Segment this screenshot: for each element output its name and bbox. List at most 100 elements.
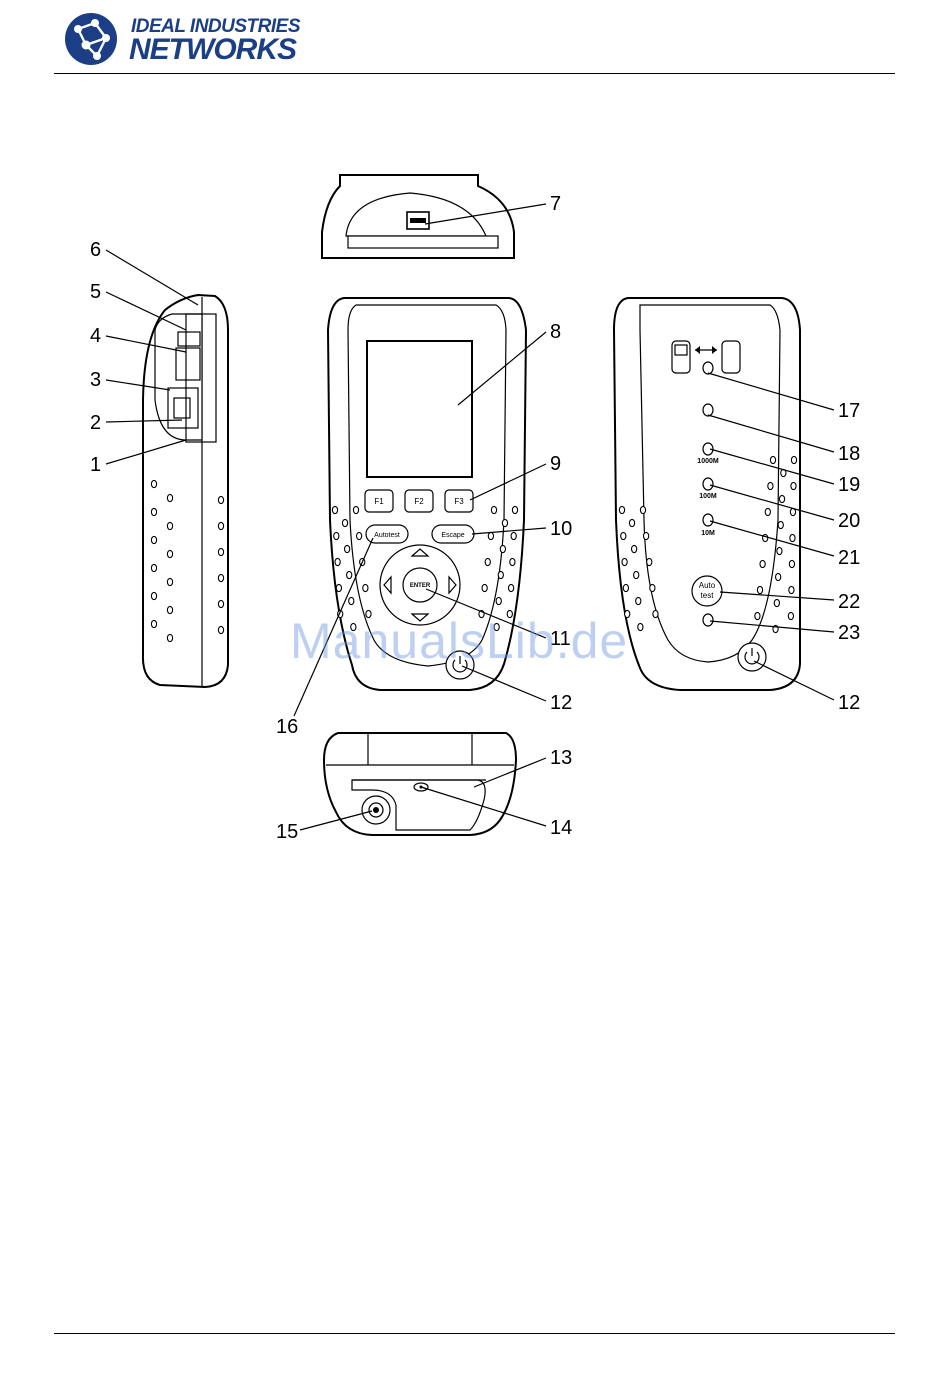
grip-hole xyxy=(629,519,634,526)
callout-16: 16 xyxy=(276,716,298,738)
grip-hole xyxy=(621,532,626,539)
grip-hole xyxy=(790,534,795,541)
f3-key-label: F3 xyxy=(454,497,464,506)
grip-hole xyxy=(619,506,624,513)
callout-4: 4 xyxy=(90,325,101,347)
callout-21: 21 xyxy=(838,547,860,569)
grip-hole xyxy=(218,548,223,555)
grip-hole xyxy=(345,545,350,552)
grip-hole xyxy=(347,571,352,578)
grip-hole xyxy=(349,597,354,604)
grip-hole xyxy=(167,494,172,501)
led-label-100m: 100M xyxy=(699,493,717,500)
callout-9: 9 xyxy=(550,453,561,475)
grip-hole xyxy=(791,482,796,489)
led-label-10m: 10M xyxy=(701,530,715,537)
grip-hole xyxy=(500,545,505,552)
grip-hole xyxy=(167,634,172,641)
grip-hole xyxy=(485,558,490,565)
grip-hole xyxy=(151,620,156,627)
grip-hole xyxy=(218,626,223,633)
grip-hole xyxy=(789,586,794,593)
grip-hole xyxy=(765,508,770,515)
grip-hole xyxy=(357,532,362,539)
callout-18: 18 xyxy=(838,443,860,465)
callout-5: 5 xyxy=(90,281,101,303)
grip-hole xyxy=(640,506,645,513)
grip-hole xyxy=(509,584,514,591)
grip-hole xyxy=(512,506,517,513)
autotest-key-label: Autotest xyxy=(374,532,400,539)
grip-hole xyxy=(218,600,223,607)
callout-22: 22 xyxy=(838,591,860,613)
grip-hole xyxy=(491,506,496,513)
grip-hole xyxy=(632,545,637,552)
grip-hole xyxy=(151,508,156,515)
footer-divider xyxy=(54,1333,895,1334)
rear-view: 1000M 100M 10M Auto test xyxy=(614,298,800,690)
grip-hole xyxy=(167,606,172,613)
grip-hole xyxy=(498,571,503,578)
grip-hole xyxy=(760,560,765,567)
grip-hole xyxy=(342,519,347,526)
callout-20: 20 xyxy=(838,510,860,532)
grip-hole xyxy=(791,456,796,463)
escape-key-label: Escape xyxy=(441,532,464,539)
grip-hole xyxy=(353,506,358,513)
callout-7: 7 xyxy=(550,193,561,215)
grip-hole xyxy=(778,521,783,528)
top-view xyxy=(322,175,514,258)
grip-hole xyxy=(218,496,223,503)
grip-hole xyxy=(363,584,368,591)
grip-hole xyxy=(644,532,649,539)
callout-12-front: 12 xyxy=(550,692,572,714)
grip-hole xyxy=(218,522,223,529)
grip-hole xyxy=(650,584,655,591)
grip-hole xyxy=(502,519,507,526)
grip-hole xyxy=(167,522,172,529)
callout-12-rear: 12 xyxy=(838,692,860,714)
watermark: ManualsLib.de xyxy=(290,612,628,670)
grip-hole xyxy=(789,560,794,567)
grip-hole xyxy=(768,482,773,489)
callout-2: 2 xyxy=(90,412,101,434)
grip-hole xyxy=(151,536,156,543)
grip-hole xyxy=(638,623,643,630)
grip-hole xyxy=(777,547,782,554)
grip-hole xyxy=(755,612,760,619)
led-label-1000m: 1000M xyxy=(697,458,719,465)
grip-hole xyxy=(636,597,641,604)
grip-hole xyxy=(779,495,784,502)
grip-hole xyxy=(776,573,781,580)
callout-10: 10 xyxy=(550,518,572,540)
callout-14: 14 xyxy=(550,817,572,839)
callout-8: 8 xyxy=(550,321,561,343)
grip-hole xyxy=(770,456,775,463)
grip-hole xyxy=(336,584,341,591)
rear-autotest-label-1: Auto xyxy=(699,581,716,590)
grip-hole xyxy=(496,597,501,604)
grip-hole xyxy=(218,574,223,581)
callout-3: 3 xyxy=(90,369,101,391)
grip-hole xyxy=(334,532,339,539)
grip-hole xyxy=(647,558,652,565)
bottom-view xyxy=(324,733,516,835)
grip-hole xyxy=(332,506,337,513)
grip-hole xyxy=(653,610,658,617)
grip-hole xyxy=(634,571,639,578)
grip-hole xyxy=(511,532,516,539)
callout-17: 17 xyxy=(838,400,860,422)
grip-hole xyxy=(482,584,487,591)
enter-key-label: ENTER xyxy=(410,583,431,589)
side-view xyxy=(143,295,228,687)
grip-hole xyxy=(623,584,628,591)
grip-hole xyxy=(622,558,627,565)
grip-hole xyxy=(151,564,156,571)
f2-key-label: F2 xyxy=(414,497,424,506)
callout-19: 19 xyxy=(838,474,860,496)
grip-hole xyxy=(788,612,793,619)
grip-hole xyxy=(151,592,156,599)
grip-hole xyxy=(510,558,515,565)
callout-15: 15 xyxy=(276,821,298,843)
